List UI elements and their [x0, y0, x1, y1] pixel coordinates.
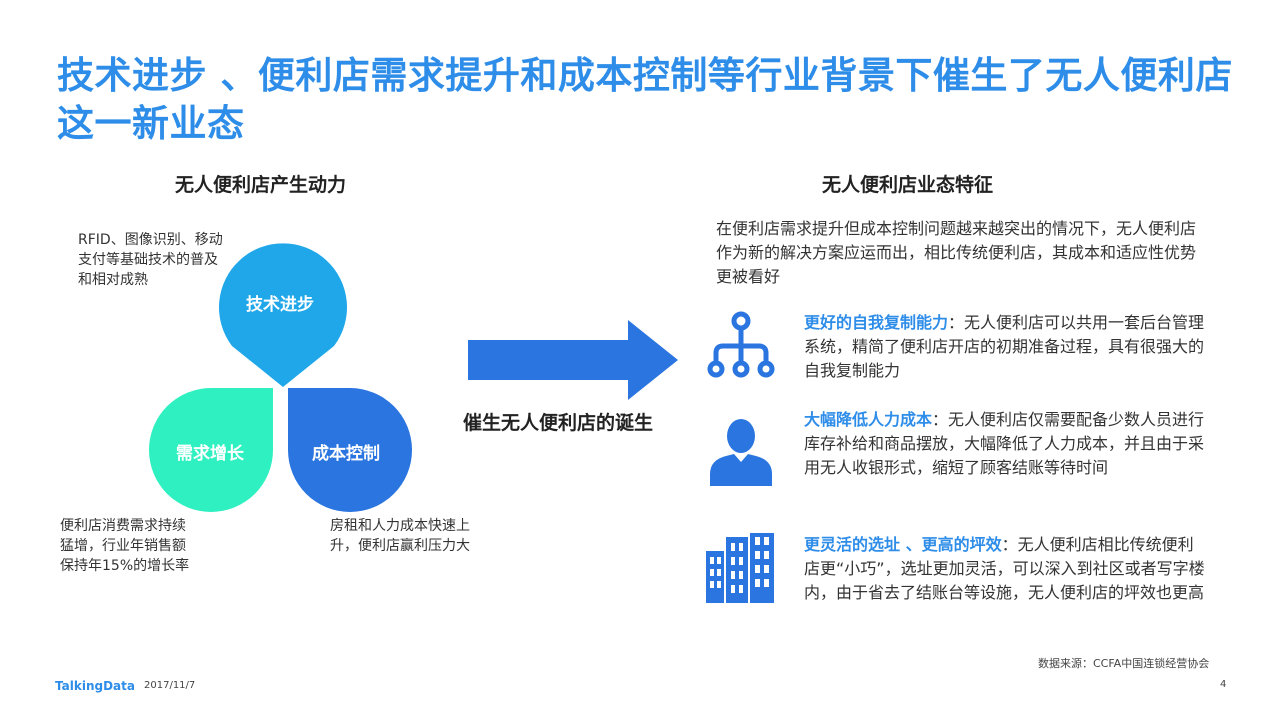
feature-2-body: ：无人便利店仅需要配备少数人员进行库存补给和商品摆放，大幅降低了人力成本，并且由… — [804, 410, 1205, 477]
tech-note: RFID、图像识别、移动支付等基础技术的普及和相对成熟 — [78, 232, 223, 288]
feature-location: 更灵活的选址 、更高的坪效：无人便利店相比传统便利店更“小巧”，选址更加灵活，可… — [706, 533, 1216, 633]
feature-3-highlight: 更灵活的选址 、更高的坪效 — [804, 535, 1002, 554]
tech-petal-label: 技术进步 — [246, 295, 314, 315]
feature-3-text: 更灵活的选址 、更高的坪效：无人便利店相比传统便利店更“小巧”，选址更加灵活，可… — [804, 533, 1209, 605]
feature-2-text: 大幅降低人力成本：无人便利店仅需要配备少数人员进行库存补给和商品摆放，大幅降低了… — [804, 408, 1209, 480]
arrow-caption: 催生无人便利店的诞生 — [463, 412, 654, 434]
feature-1-body: ：无人便利店可以共用一套后台管理系统，精简了便利店开店的初期准备过程，具有很强大… — [804, 313, 1205, 380]
intro-paragraph: 在便利店需求提升但成本控制问题越来越突出的情况下，无人便利店作为新的解决方案应运… — [716, 219, 1197, 286]
demand-petal — [149, 388, 273, 512]
tech-petal — [219, 243, 347, 387]
demand-petal-label: 需求增长 — [176, 444, 244, 464]
page-number: 4 — [1220, 679, 1227, 690]
demand-note: 便利店消费需求持续猛增，行业年销售额保持年15%的增长率 — [60, 518, 190, 574]
cost-petal — [288, 388, 412, 512]
feature-labor-cost: 大幅降低人力成本：无人便利店仅需要配备少数人员进行库存补给和商品摆放，大幅降低了… — [706, 408, 1216, 508]
footer-date: 2017/11/7 — [144, 680, 196, 691]
feature-3-body: ：无人便利店相比传统便利店更“小巧”，选址更加灵活，可以深入到社区或者写字楼内，… — [804, 535, 1205, 602]
data-source: 数据来源：CCFA中国连锁经营协会 — [1038, 657, 1210, 670]
driver-petal-diagram — [149, 243, 412, 512]
cost-note: 房租和人力成本快速上升，便利店赢利压力大 — [330, 518, 470, 554]
page-title: 技术进步 、便利店需求提升和成本控制等行业背景下催生了无人便利店这一新业态 — [57, 54, 1233, 145]
buildings-icon — [706, 533, 774, 603]
hierarchy-icon — [707, 311, 775, 378]
feature-1-text: 更好的自我复制能力：无人便利店可以共用一套后台管理系统，精简了便利店开店的初期准… — [804, 311, 1209, 383]
right-section-heading: 无人便利店业态特征 — [822, 174, 994, 196]
right-arrow-icon — [468, 320, 678, 400]
cost-petal-label: 成本控制 — [312, 444, 380, 464]
talkingdata-logo: TalkingData — [55, 679, 135, 693]
feature-2-highlight: 大幅降低人力成本 — [804, 410, 933, 429]
feature-self-replication: 更好的自我复制能力：无人便利店可以共用一套后台管理系统，精简了便利店开店的初期准… — [706, 311, 1216, 411]
person-icon — [710, 419, 772, 486]
feature-1-highlight: 更好的自我复制能力 — [804, 313, 949, 332]
left-section-heading: 无人便利店产生动力 — [175, 174, 347, 196]
